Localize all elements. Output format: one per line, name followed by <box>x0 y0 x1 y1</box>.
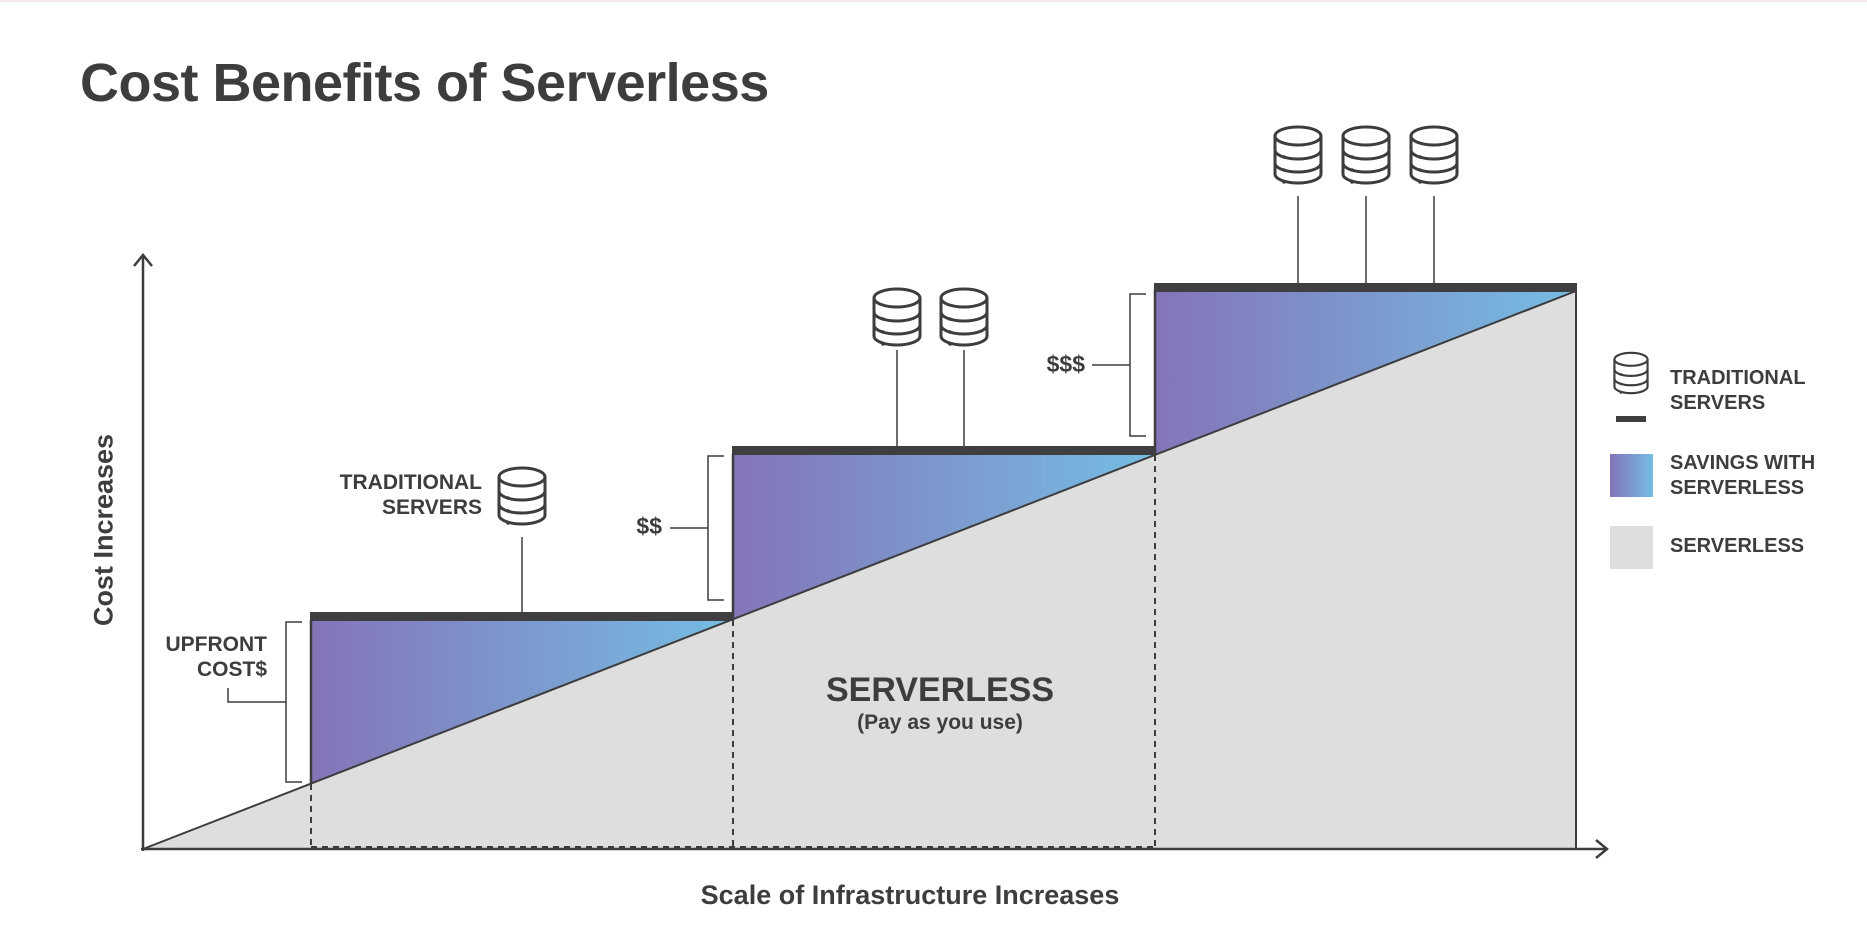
cost-label-step-3: $$$ <box>1046 351 1085 377</box>
database-icon <box>1409 125 1459 186</box>
legend-serverless-label: SERVERLESS <box>1670 535 1805 557</box>
database-icon <box>939 287 989 348</box>
upfront-cost-label: UPFRONT COST$ <box>165 633 268 681</box>
cost-label-step-2: $$ <box>636 513 662 539</box>
traditional-bar-1 <box>310 612 734 621</box>
page-title: Cost Benefits of Serverless <box>80 53 769 113</box>
legend-traditional-label: TRADITIONAL SERVERS <box>1670 367 1806 414</box>
traditional-bar-2 <box>732 446 1156 455</box>
legend-savings-label: SAVINGS WITH SERVERLESS <box>1670 452 1816 499</box>
database-icon <box>872 287 922 348</box>
traditional-servers-annotation: TRADITIONAL SERVERS <box>339 471 482 519</box>
server-connectors <box>521 196 1435 612</box>
legend-serverless-swatch <box>1610 526 1653 569</box>
x-axis <box>141 839 1609 859</box>
legend-savings-swatch <box>1610 454 1653 497</box>
cost-brackets <box>227 293 1146 783</box>
database-icon <box>1273 125 1323 186</box>
dashed-guides <box>310 455 1156 848</box>
serverless-center-label: SERVERLESS (Pay as you use) <box>825 671 1055 734</box>
y-axis <box>133 253 153 851</box>
top-border <box>0 0 1867 2</box>
serverless-line <box>142 290 1577 850</box>
traditional-bar-3 <box>1154 283 1577 292</box>
database-icon <box>1341 125 1391 186</box>
legend-traditional-icon <box>1613 351 1649 422</box>
database-icon <box>497 466 547 527</box>
